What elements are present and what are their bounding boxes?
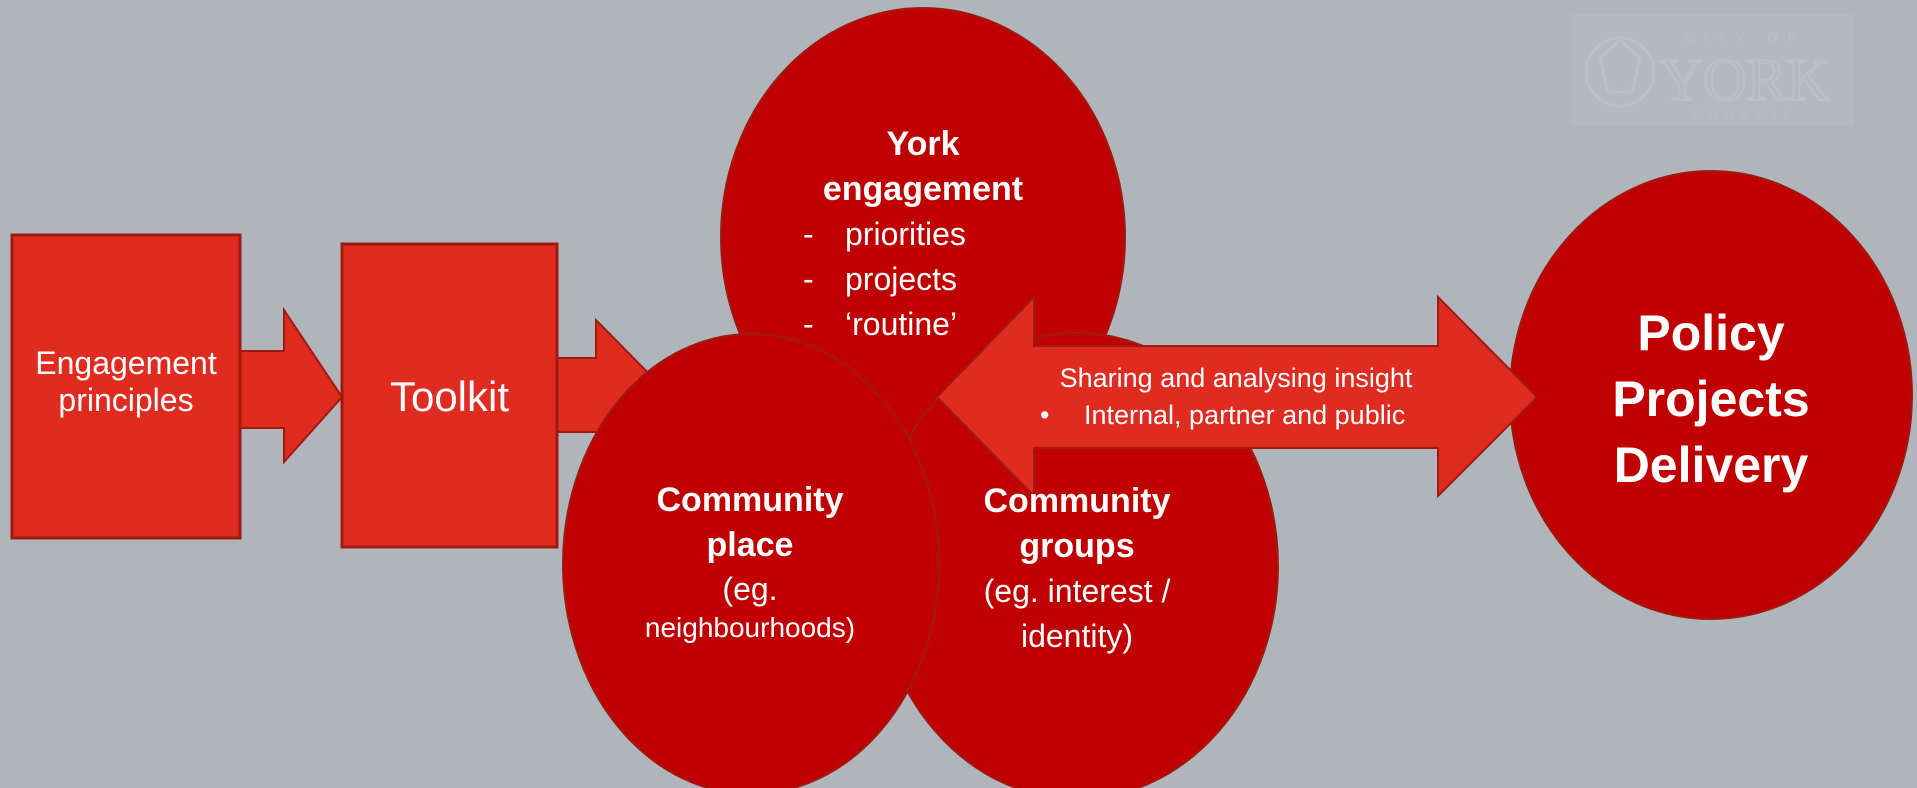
insight-arrow-title: Sharing and analysing insight <box>1059 363 1413 393</box>
engagement-principles-line2: principles <box>58 381 194 418</box>
logo-top-text: CITY OF <box>1684 30 1805 45</box>
community-place-title-line2: place <box>706 526 794 564</box>
insight-arrow-bullet: Internal, partner and public <box>1038 397 1442 433</box>
engagement-principles-line1: Engagement <box>35 345 217 381</box>
community-place-sub-line1: (eg. <box>722 571 778 607</box>
outcomes-line1: Policy <box>1637 305 1785 361</box>
community-groups-sub-line2: identity) <box>1020 618 1134 654</box>
york-engagement-item: ‘routine’ <box>801 302 1123 347</box>
community-groups-label: Community groups (eg. interest / identit… <box>926 479 1228 659</box>
community-groups-title-line1: Community <box>983 482 1171 520</box>
outcomes-label: Policy Projects Delivery <box>1511 300 1911 498</box>
logo-bottom-text: COUNCIL <box>1692 109 1798 121</box>
logo-name-text: YORK <box>1660 47 1830 113</box>
york-engagement-label: York engagement priorities projects ‘rou… <box>723 122 1123 347</box>
community-place-label: Community place (eg. neighbourhoods) <box>600 478 900 646</box>
york-engagement-title-line2: engagement <box>822 170 1024 208</box>
engagement-principles-box <box>10 233 242 540</box>
insight-arrow-label: Sharing and analysing insight Internal, … <box>1030 359 1442 433</box>
outcomes-line2: Projects <box>1612 371 1810 427</box>
toolkit-box <box>340 242 559 549</box>
york-engagement-list: priorities projects ‘routine’ <box>801 212 1123 347</box>
community-groups-sub-line1: (eg. interest / <box>983 573 1171 609</box>
york-engagement-title-line1: York <box>886 125 960 163</box>
insight-arrow-bullet-text: Internal, partner and public <box>1084 400 1406 430</box>
toolkit-label: Toolkit <box>389 373 510 420</box>
engagement-principles-label: Engagement principles <box>14 345 238 419</box>
york-engagement-item: projects <box>801 257 1123 302</box>
arrow-principles-to-toolkit <box>237 306 344 465</box>
community-place-title-line1: Community <box>656 481 844 519</box>
council-logo: CITY OF YORK COUNCIL <box>1572 14 1854 126</box>
outcomes-line3: Delivery <box>1613 437 1809 493</box>
community-place-sub-line2: neighbourhoods) <box>644 612 856 643</box>
community-place-circle <box>562 333 940 788</box>
community-groups-title-line2: groups <box>1019 527 1135 565</box>
york-engagement-item: priorities <box>801 212 1123 257</box>
